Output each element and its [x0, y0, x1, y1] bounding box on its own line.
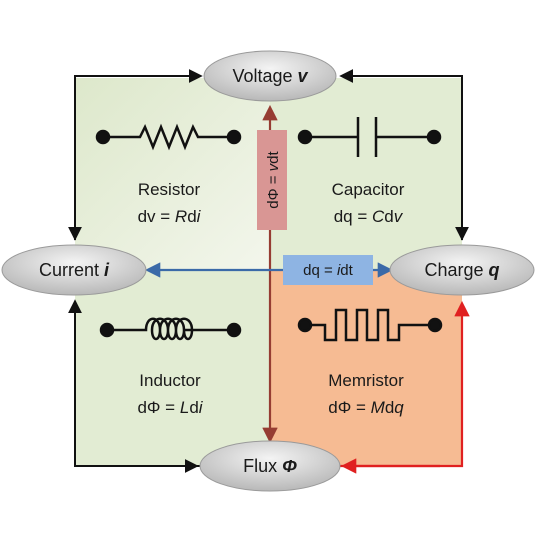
current-node-symbol: i: [104, 260, 110, 280]
voltage-node: Voltage v: [203, 50, 337, 102]
capacitor-quadrant: [270, 78, 462, 270]
charge-current-label-box: [283, 255, 373, 285]
flux-node: Flux Φ: [199, 440, 341, 492]
inductor-symbol-icon: [99, 317, 242, 341]
inductor-name: Inductor: [139, 371, 201, 390]
arrow-current-to-flux: [74, 440, 199, 473]
charge-node-symbol: q: [489, 260, 500, 280]
resistor-name: Resistor: [138, 180, 201, 199]
capacitor-name: Capacitor: [332, 180, 405, 199]
flux-node-label: Flux: [243, 456, 277, 476]
charge-node: Charge q: [389, 244, 535, 296]
current-node-label: Current: [39, 260, 99, 280]
memristor-symbol-icon: [297, 308, 443, 342]
svg-text:Flux Φ: Flux Φ: [243, 456, 297, 476]
inductor-quadrant: [75, 270, 270, 466]
flux-voltage-label: dΦ = vdt: [265, 150, 282, 208]
resistor-symbol-icon: [95, 123, 242, 151]
svg-text:Voltage v: Voltage v: [232, 66, 308, 86]
memristor-name: Memristor: [328, 371, 404, 390]
svg-text:Charge q: Charge q: [424, 260, 499, 280]
charge-node-label: Charge: [424, 260, 483, 280]
memristor-quadrant: [270, 270, 462, 466]
svg-text:Current i: Current i: [39, 260, 110, 280]
flux-voltage-label-box: [257, 130, 287, 230]
capacitor-symbol-icon: [297, 117, 442, 157]
voltage-node-symbol: v: [298, 66, 309, 86]
resistor-equation: dv = Rdi: [138, 207, 202, 226]
voltage-node-label: Voltage: [232, 66, 292, 86]
memristor-equation: dΦ = Mdq: [328, 398, 404, 417]
resistor-quadrant: [75, 78, 270, 270]
capacitor-equation: dq = Cdv: [334, 207, 404, 226]
inductor-equation: dΦ = Ldi: [137, 398, 203, 417]
flux-node-symbol: Φ: [282, 456, 297, 476]
current-node: Current i: [1, 244, 147, 296]
charge-current-label: dq = idt: [303, 262, 353, 279]
